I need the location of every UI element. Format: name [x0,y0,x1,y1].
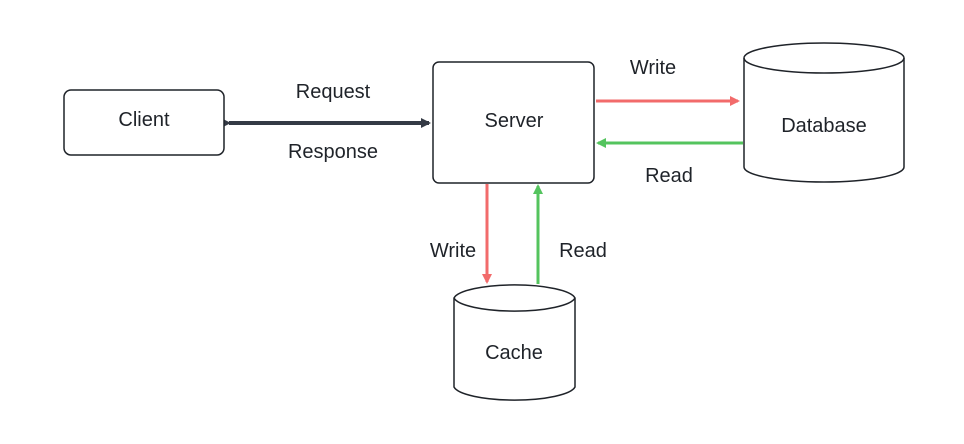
response-edge-label: Response [288,141,378,163]
database-node [743,42,905,183]
client-node-label: Client [118,109,170,131]
cache-write-edge-label: Write [430,240,476,262]
database-node-label: Database [781,115,867,137]
cache-read-edge-label: Read [559,240,607,262]
server-node-label: Server [485,110,544,132]
client-node [63,89,225,156]
database-write-edge-label: Write [630,57,676,79]
server-node [432,61,595,184]
cache-node-label: Cache [485,342,543,364]
cache-node [453,284,576,401]
request-edge-label: Request [296,81,371,103]
database-read-edge-label: Read [645,165,693,187]
